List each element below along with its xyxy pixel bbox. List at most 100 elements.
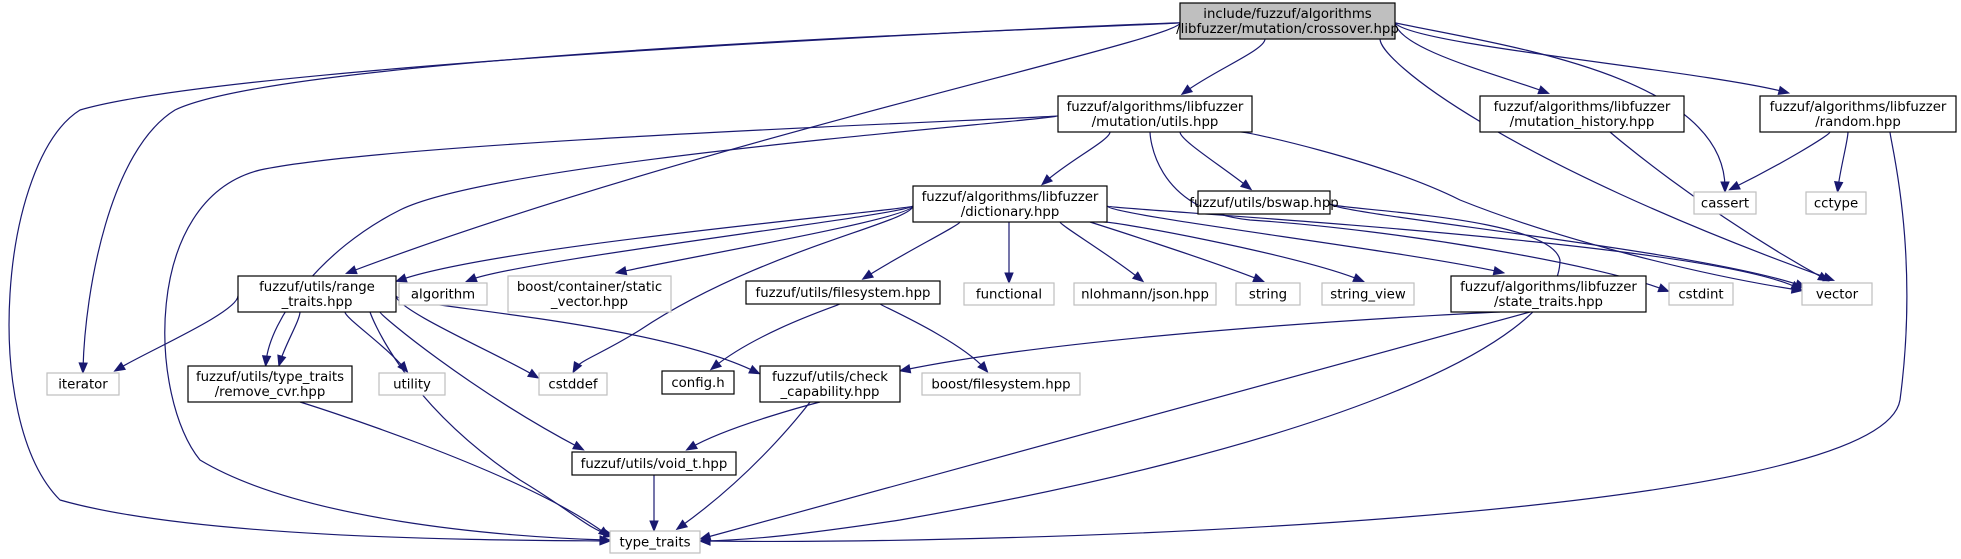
edge-crossover-to-cassert bbox=[1394, 22, 1730, 194]
edge-arrowhead bbox=[1239, 179, 1253, 191]
node-state_traits[interactable]: fuzzuf/algorithms/libfuzzer/state_traits… bbox=[1450, 275, 1647, 313]
edge-crossover-to-mut_utils bbox=[1180, 38, 1266, 96]
edge-arrowhead bbox=[614, 266, 628, 276]
node-box bbox=[1450, 275, 1647, 313]
edge-line bbox=[713, 303, 841, 368]
edge-line bbox=[279, 311, 301, 363]
edge-line bbox=[8, 22, 1181, 542]
edge-line bbox=[1837, 131, 1849, 189]
node-dictionary[interactable]: fuzzuf/algorithms/libfuzzer/dictionary.h… bbox=[912, 185, 1108, 223]
edge-arrowhead bbox=[344, 265, 358, 275]
node-label: vector bbox=[1816, 288, 1859, 303]
node-config[interactable]: config.h bbox=[661, 370, 735, 395]
node-label: algorithm bbox=[411, 288, 475, 303]
edge-arrowhead bbox=[1537, 85, 1551, 95]
node-remove_cvr[interactable]: fuzzuf/utils/type_traits/remove_cvr.hpp bbox=[187, 365, 353, 403]
node-label: fuzzuf/algorithms/libfuzzer bbox=[1460, 280, 1637, 295]
node-label: nlohmann/json.hpp bbox=[1081, 288, 1209, 303]
node-filesystem[interactable]: fuzzuf/utils/filesystem.hpp bbox=[745, 280, 941, 305]
node-cctype: cctype bbox=[1805, 191, 1867, 215]
edge-dictionary-to-string_view bbox=[1098, 221, 1365, 283]
node-label: /mutation/utils.hpp bbox=[1092, 115, 1219, 130]
node-label: fuzzuf/utils/filesystem.hpp bbox=[756, 286, 931, 301]
edge-range_traits-to-void_t bbox=[379, 311, 585, 451]
node-label: /mutation_history.hpp bbox=[1510, 115, 1655, 130]
node-box bbox=[1693, 191, 1757, 215]
edge-line bbox=[1149, 131, 1666, 291]
edge-dictionary-to-string bbox=[1089, 221, 1265, 282]
edge-arrowhead bbox=[1777, 85, 1791, 95]
node-label: _capability.hpp bbox=[780, 385, 880, 400]
node-box bbox=[1759, 95, 1957, 133]
node-void_t[interactable]: fuzzuf/utils/void_t.hpp bbox=[571, 451, 737, 476]
node-box bbox=[46, 372, 120, 396]
node-label: fuzzuf/algorithms/libfuzzer bbox=[1067, 100, 1244, 115]
node-mut_history[interactable]: fuzzuf/algorithms/libfuzzer/mutation_his… bbox=[1479, 95, 1685, 133]
node-random[interactable]: fuzzuf/algorithms/libfuzzer/random.hpp bbox=[1759, 95, 1957, 133]
node-label: fuzzuf/algorithms/libfuzzer bbox=[1494, 100, 1671, 115]
node-label: boost/container/static bbox=[517, 280, 662, 295]
node-label: fuzzuf/utils/void_t.hpp bbox=[581, 457, 728, 472]
node-box bbox=[237, 275, 397, 313]
node-label: fuzzuf/utils/range bbox=[259, 280, 375, 295]
node-box bbox=[1321, 282, 1415, 306]
edge-line bbox=[265, 115, 1059, 363]
edge-line bbox=[1239, 131, 1799, 291]
edge-line bbox=[379, 311, 581, 449]
edge-line bbox=[1184, 38, 1266, 93]
edge-mut_utils-to-remove_cvr bbox=[261, 115, 1059, 368]
node-box bbox=[1805, 191, 1867, 215]
edge-line bbox=[1044, 131, 1111, 183]
edge-crossover-to-mut_history bbox=[1394, 22, 1551, 95]
edge-arrowhead bbox=[113, 361, 127, 372]
edge-arrowhead bbox=[1180, 84, 1194, 96]
edge-check_capability-to-void_t bbox=[685, 401, 821, 451]
node-cstdint: cstdint bbox=[1668, 282, 1734, 306]
edge-state_traits-to-check_capability bbox=[898, 311, 1501, 374]
node-crossover[interactable]: include/fuzzuf/algorithms/libfuzzer/muta… bbox=[1176, 2, 1399, 40]
edge-range_traits-to-type_traits bbox=[369, 311, 616, 539]
node-check_capability[interactable]: fuzzuf/utils/check_capability.hpp bbox=[759, 365, 901, 403]
node-iterator: iterator bbox=[46, 372, 120, 396]
node-mut_utils[interactable]: fuzzuf/algorithms/libfuzzer/mutation/uti… bbox=[1057, 95, 1253, 133]
node-label: /remove_cvr.hpp bbox=[215, 385, 326, 400]
edge-line bbox=[1098, 221, 1361, 281]
edge-line bbox=[299, 401, 607, 535]
node-box bbox=[759, 365, 901, 403]
edge-state_traits-to-type_traits bbox=[698, 311, 1531, 541]
node-box bbox=[1479, 95, 1685, 133]
edge-line bbox=[1609, 131, 1826, 280]
node-string_view: string_view bbox=[1321, 282, 1415, 306]
edge-arrowhead bbox=[1004, 272, 1014, 285]
edge-line bbox=[703, 311, 1531, 539]
node-range_traits[interactable]: fuzzuf/utils/range_traits.hpp bbox=[237, 275, 397, 313]
edge-arrowhead bbox=[394, 273, 408, 283]
node-label: string bbox=[1249, 288, 1287, 303]
node-box bbox=[609, 530, 701, 554]
node-label: _vector.hpp bbox=[550, 295, 628, 310]
edge-arrowhead bbox=[1040, 174, 1054, 186]
edge-crossover-to-range_traits bbox=[344, 22, 1181, 275]
node-utility: utility bbox=[378, 372, 446, 396]
edge-line bbox=[879, 303, 986, 370]
node-box bbox=[378, 372, 446, 396]
node-label: config.h bbox=[671, 376, 724, 391]
edge-crossover-to-random bbox=[1394, 22, 1791, 95]
node-label: include/fuzzuf/algorithms bbox=[1203, 7, 1371, 22]
node-cstddef: cstddef bbox=[538, 372, 608, 396]
edge-line bbox=[1106, 205, 1799, 289]
edge-arrowhead bbox=[698, 531, 712, 541]
node-vector: vector bbox=[1801, 282, 1873, 306]
edge-line bbox=[703, 203, 1561, 542]
edge-line bbox=[399, 205, 914, 281]
edge-random-to-cctype bbox=[1834, 131, 1849, 194]
edge-line bbox=[117, 295, 239, 370]
edge-arrowhead bbox=[277, 354, 287, 368]
edge-line bbox=[1059, 221, 1141, 280]
node-label: /dictionary.hpp bbox=[961, 205, 1060, 220]
node-box bbox=[1668, 282, 1734, 306]
node-box bbox=[921, 372, 1081, 396]
edge-filesystem-to-boost_filesystem bbox=[879, 303, 989, 374]
node-bswap[interactable]: fuzzuf/utils/bswap.hpp bbox=[1189, 190, 1339, 215]
